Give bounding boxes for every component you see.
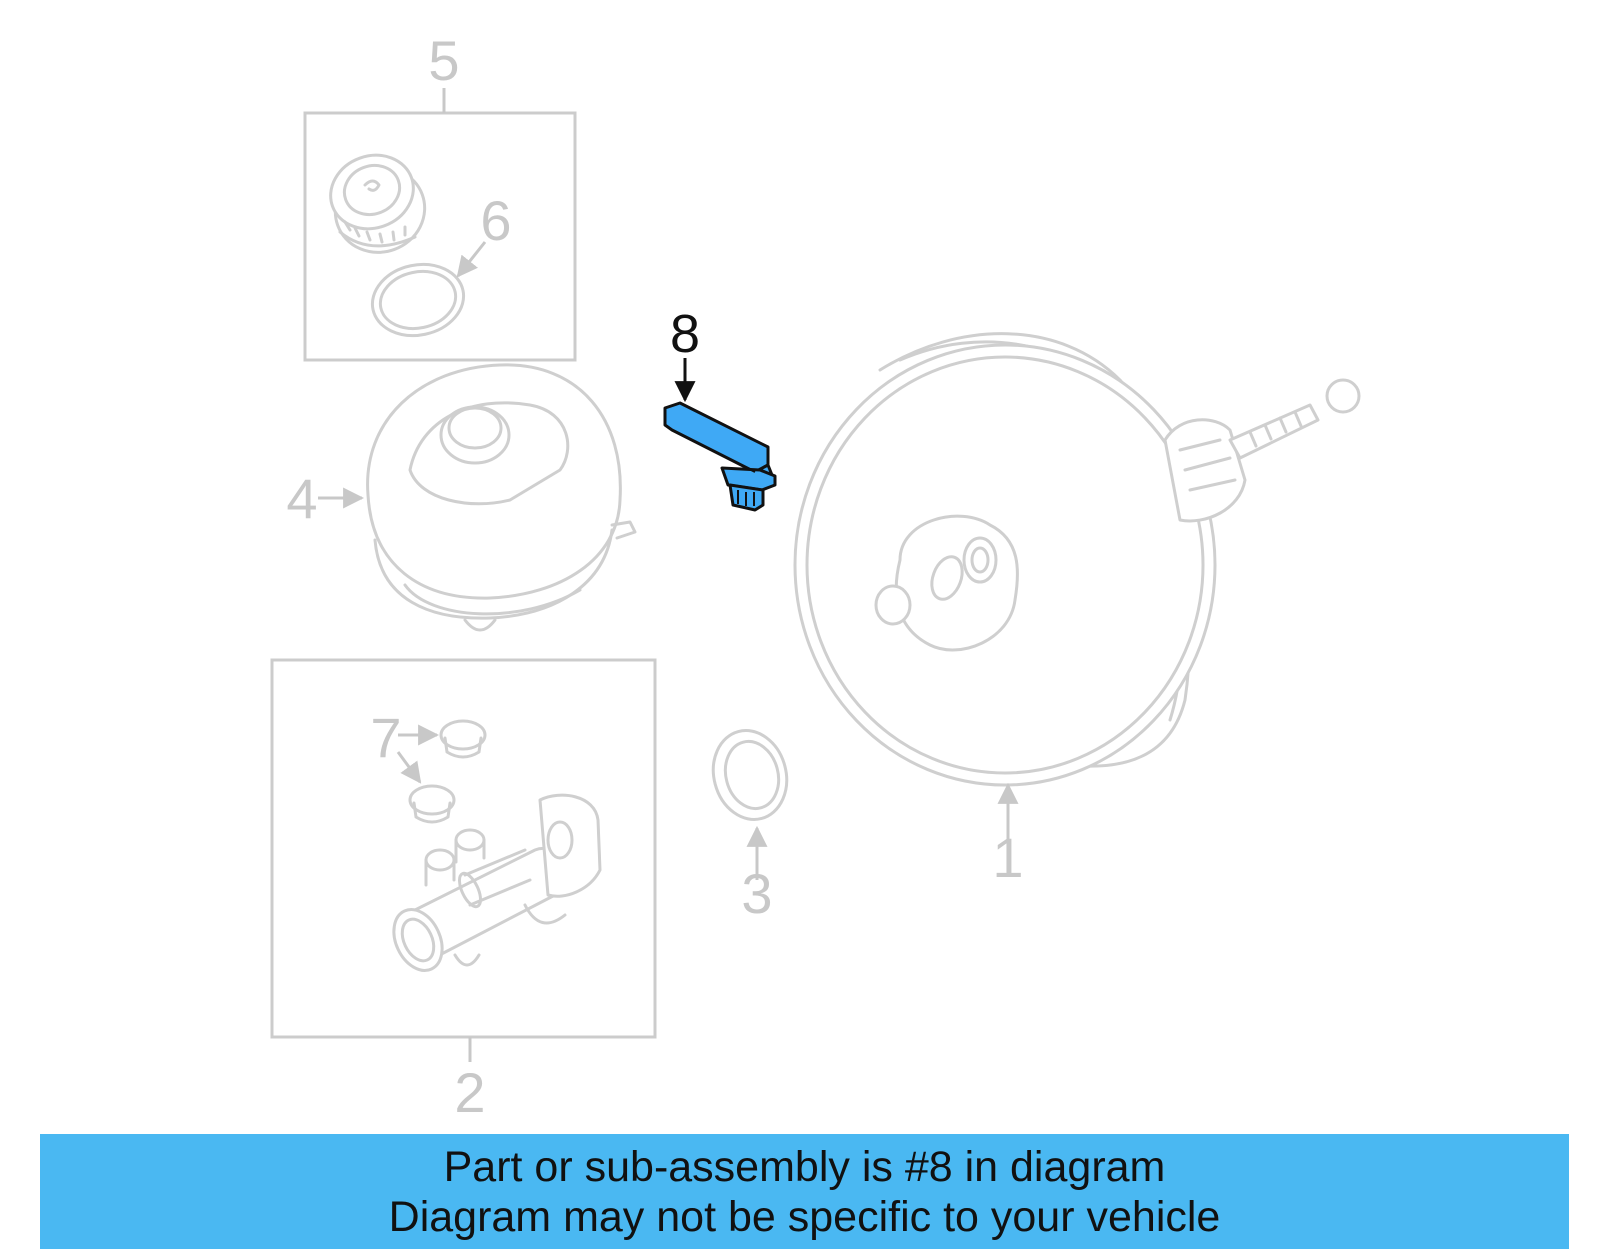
master-cylinder-box: 2 7 [270,658,657,1124]
callout-8: 8 [670,304,700,364]
brake-fluid-reservoir: 4 [286,363,637,632]
cap-seal [370,262,466,338]
kit-box-5 [303,111,577,362]
kit-box-2 [270,658,657,1039]
callout-5: 5 [428,29,459,92]
callout-1: 1 [992,826,1023,889]
master-cylinder [392,793,602,972]
reservoir-cap [329,153,427,254]
callout-6: 6 [480,189,511,252]
grommet-upper [439,719,487,759]
booster-seal: 3 [711,729,789,925]
callout-2: 2 [454,1061,485,1124]
brake-booster: 1 [793,332,1361,889]
leader-7b [396,751,422,784]
grommet-lower [408,784,456,824]
callout-4: 4 [286,467,317,530]
parts-diagram: 5 6 4 [270,29,1361,1124]
banner-line-1: Part or sub-assembly is #8 in diagram [443,1143,1166,1191]
leader-6 [456,241,487,278]
callout-7: 7 [370,706,401,769]
banner-line-2: Diagram may not be specific to your vehi… [388,1193,1221,1241]
callout-3: 3 [741,862,772,925]
info-banner: Part or sub-assembly is #8 in diagram Di… [40,1134,1569,1249]
part-8-highlighted[interactable]: 8 [663,304,777,512]
reservoir-cap-kit-box: 5 6 [303,29,577,362]
